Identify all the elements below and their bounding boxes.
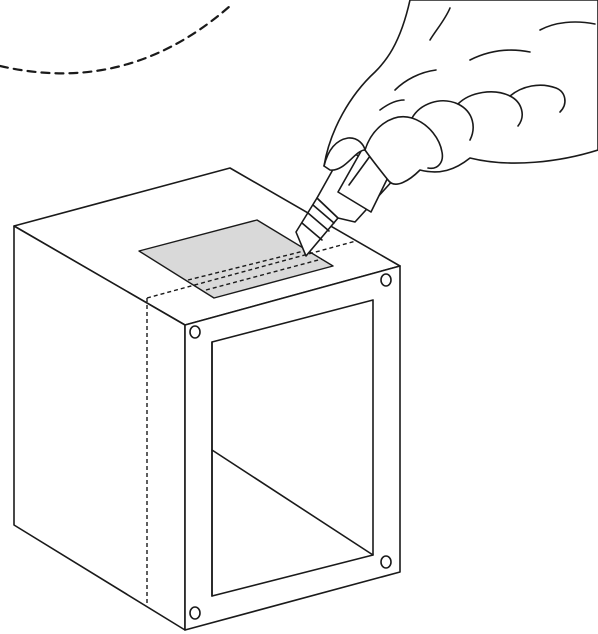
bolt-hole-top-right [380, 273, 392, 287]
cutter-slot [348, 151, 374, 186]
front-opening [211, 299, 374, 597]
hand-index-finger [364, 115, 444, 170]
hand-crease-3 [469, 49, 531, 61]
hand-crease-5 [379, 99, 405, 111]
blade-segment-2 [307, 212, 330, 232]
top-patch [138, 219, 334, 299]
hand-crease-1 [394, 69, 437, 91]
top-dotted-line-back [146, 240, 357, 299]
blade-segment-3 [312, 204, 335, 224]
top-dotted-line-patch-2 [205, 258, 323, 291]
hand-crease-2 [429, 7, 451, 41]
hand-finger-4 [509, 84, 566, 113]
hand-outline [323, 0, 598, 185]
dashed-arc [0, 4, 232, 75]
top-dotted-line-patch-1 [187, 248, 313, 281]
blade-segment-1 [301, 222, 323, 241]
hand-icon [323, 0, 598, 185]
bolt-hole-top-left [189, 325, 201, 339]
opening-floor-line [211, 449, 374, 556]
bolt-hole-bottom-left [189, 606, 201, 620]
bolt-hole-bottom-right [380, 555, 392, 569]
hand-crease-4 [539, 21, 596, 31]
duct-box [13, 167, 401, 631]
hand-thumb [323, 137, 366, 167]
